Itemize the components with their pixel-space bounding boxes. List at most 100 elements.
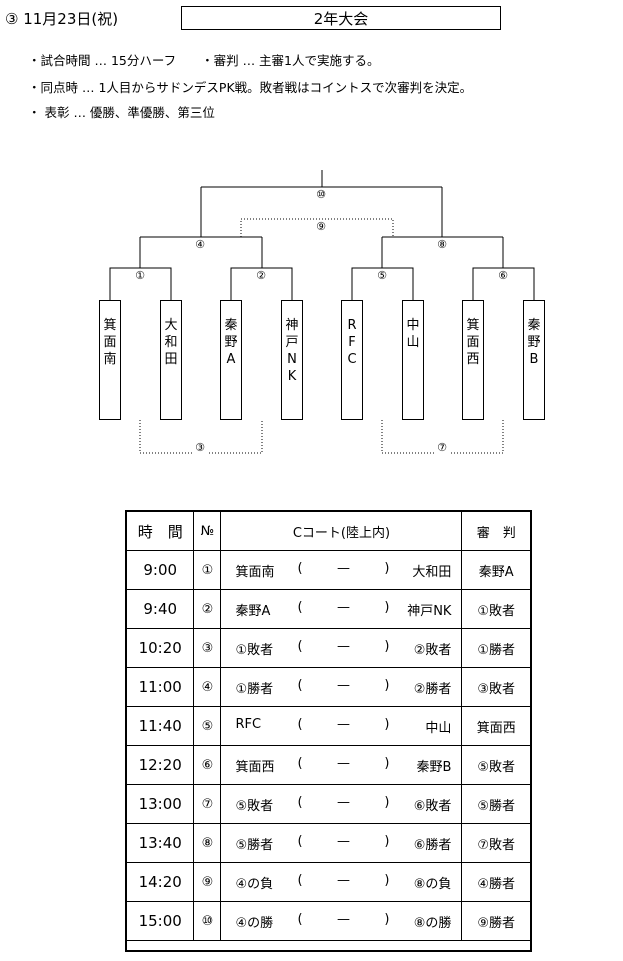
- score-dash: —: [336, 716, 350, 732]
- referee-cell: 箕面西: [461, 706, 531, 746]
- score-placeholder: (—): [297, 717, 389, 736]
- score-close: ): [384, 872, 390, 888]
- home-team: ④の負: [235, 876, 274, 892]
- matchup-cell: 秦野A(—)神戸NK: [220, 589, 463, 629]
- referee-cell: ①敗者: [461, 589, 531, 629]
- matchup-cell: ④の勝(—)⑧の勝: [220, 901, 463, 941]
- home-team: ①勝者: [235, 681, 274, 697]
- time-cell: 9:00: [125, 550, 195, 590]
- score-close: ): [384, 833, 390, 849]
- matchup-cell: ⑤勝者(—)⑥勝者: [220, 823, 463, 863]
- table-header-row: 時 間 № Cコート(陸上内) 審 判: [125, 511, 531, 551]
- away-team: 神戸NK: [407, 603, 452, 619]
- match-no-cell: ③: [193, 628, 222, 668]
- referee-cell: ⑨勝者: [461, 901, 531, 941]
- score-dash: —: [336, 638, 350, 654]
- away-team: ⑧の負: [413, 876, 452, 892]
- team-box-owada: 大和田: [160, 300, 182, 420]
- referee-cell: ⑤勝者: [461, 784, 531, 824]
- match-no-cell: ②: [193, 589, 222, 629]
- score-placeholder: ( —): [297, 795, 389, 814]
- referee-cell: ①勝者: [461, 628, 531, 668]
- match-label-2: ②: [253, 269, 269, 283]
- away-team: ⑥敗者: [413, 798, 452, 814]
- match-no-cell: ⑩: [193, 901, 222, 941]
- time-cell: 11:00: [125, 667, 195, 707]
- score-placeholder: ( —): [297, 756, 389, 775]
- score-open: (: [297, 911, 303, 927]
- event-label: ③ 11月23日(祝): [5, 10, 119, 28]
- match-no-cell: ⑦: [193, 784, 222, 824]
- match-label-1: ①: [132, 269, 148, 283]
- match-label-9: ⑨: [313, 220, 329, 234]
- away-team: 秦野B: [416, 759, 452, 775]
- matchup-cell: ④の負 (—) ⑧の負: [220, 862, 463, 902]
- referee-cell: ⑤敗者: [461, 745, 531, 785]
- score-open: (: [297, 599, 303, 615]
- score-dash: —: [336, 755, 350, 771]
- home-team: 箕面西: [235, 759, 275, 775]
- time-cell: 12:20: [125, 745, 195, 785]
- score-open: (: [297, 794, 303, 810]
- score-placeholder: (—): [297, 834, 389, 853]
- score-open: (: [297, 638, 303, 654]
- note-awards: ・ 表彰 … 優勝、準優勝、第三位: [28, 105, 215, 120]
- score-close: ): [384, 716, 390, 732]
- score-close: ): [384, 677, 390, 693]
- home-team: ⑤勝者: [235, 837, 274, 853]
- away-team: 中山: [425, 720, 452, 736]
- score-open: (: [297, 872, 303, 888]
- match-no-cell: ④: [193, 667, 222, 707]
- time-cell: 13:00: [125, 784, 195, 824]
- match-no-cell: ⑧: [193, 823, 222, 863]
- score-close: ): [384, 911, 390, 927]
- referee-cell: ⑦敗者: [461, 823, 531, 863]
- match-label-3: ③: [192, 441, 208, 455]
- away-team: ②敗者: [413, 642, 452, 658]
- time-cell: 9:40: [125, 589, 195, 629]
- match-label-7: ⑦: [434, 441, 450, 455]
- score-placeholder: (—): [297, 600, 389, 619]
- score-dash: —: [336, 560, 350, 576]
- match-no-cell: ⑨: [193, 862, 222, 902]
- score-open: (: [297, 677, 303, 693]
- score-open: (: [297, 755, 303, 771]
- header-court: Cコート(陸上内): [220, 511, 463, 551]
- matchup-cell: ①勝者(—)②勝者: [220, 667, 463, 707]
- score-close: ): [384, 794, 390, 810]
- score-dash: —: [336, 599, 350, 615]
- time-cell: 11:40: [125, 706, 195, 746]
- score-placeholder: (—): [297, 873, 389, 892]
- header-time: 時 間: [125, 511, 195, 551]
- score-dash: —: [336, 794, 350, 810]
- match-no-cell: ⑥: [193, 745, 222, 785]
- time-cell: 15:00: [125, 901, 195, 941]
- home-team: RFC: [235, 716, 262, 732]
- home-team: 秦野A: [235, 603, 271, 619]
- match-no-cell: ①: [193, 550, 222, 590]
- away-team: ②勝者: [413, 681, 452, 697]
- note-match-time: ・試合時間 … 15分ハーフ ・審判 … 主審1人で実施する。: [28, 53, 380, 68]
- score-close: ): [384, 638, 390, 654]
- score-close: ): [384, 755, 390, 771]
- away-team: 大和田: [412, 564, 452, 580]
- time-cell: 14:20: [125, 862, 195, 902]
- home-team: ⑤敗者: [235, 798, 274, 814]
- matchup-cell: ⑤敗者 ( —) ⑥敗者: [220, 784, 463, 824]
- match-label-5: ⑤: [374, 269, 390, 283]
- event-title: 2年大会: [181, 6, 501, 30]
- header-no: №: [193, 511, 222, 551]
- match-label-8: ⑧: [434, 238, 450, 252]
- score-close: ): [384, 560, 390, 576]
